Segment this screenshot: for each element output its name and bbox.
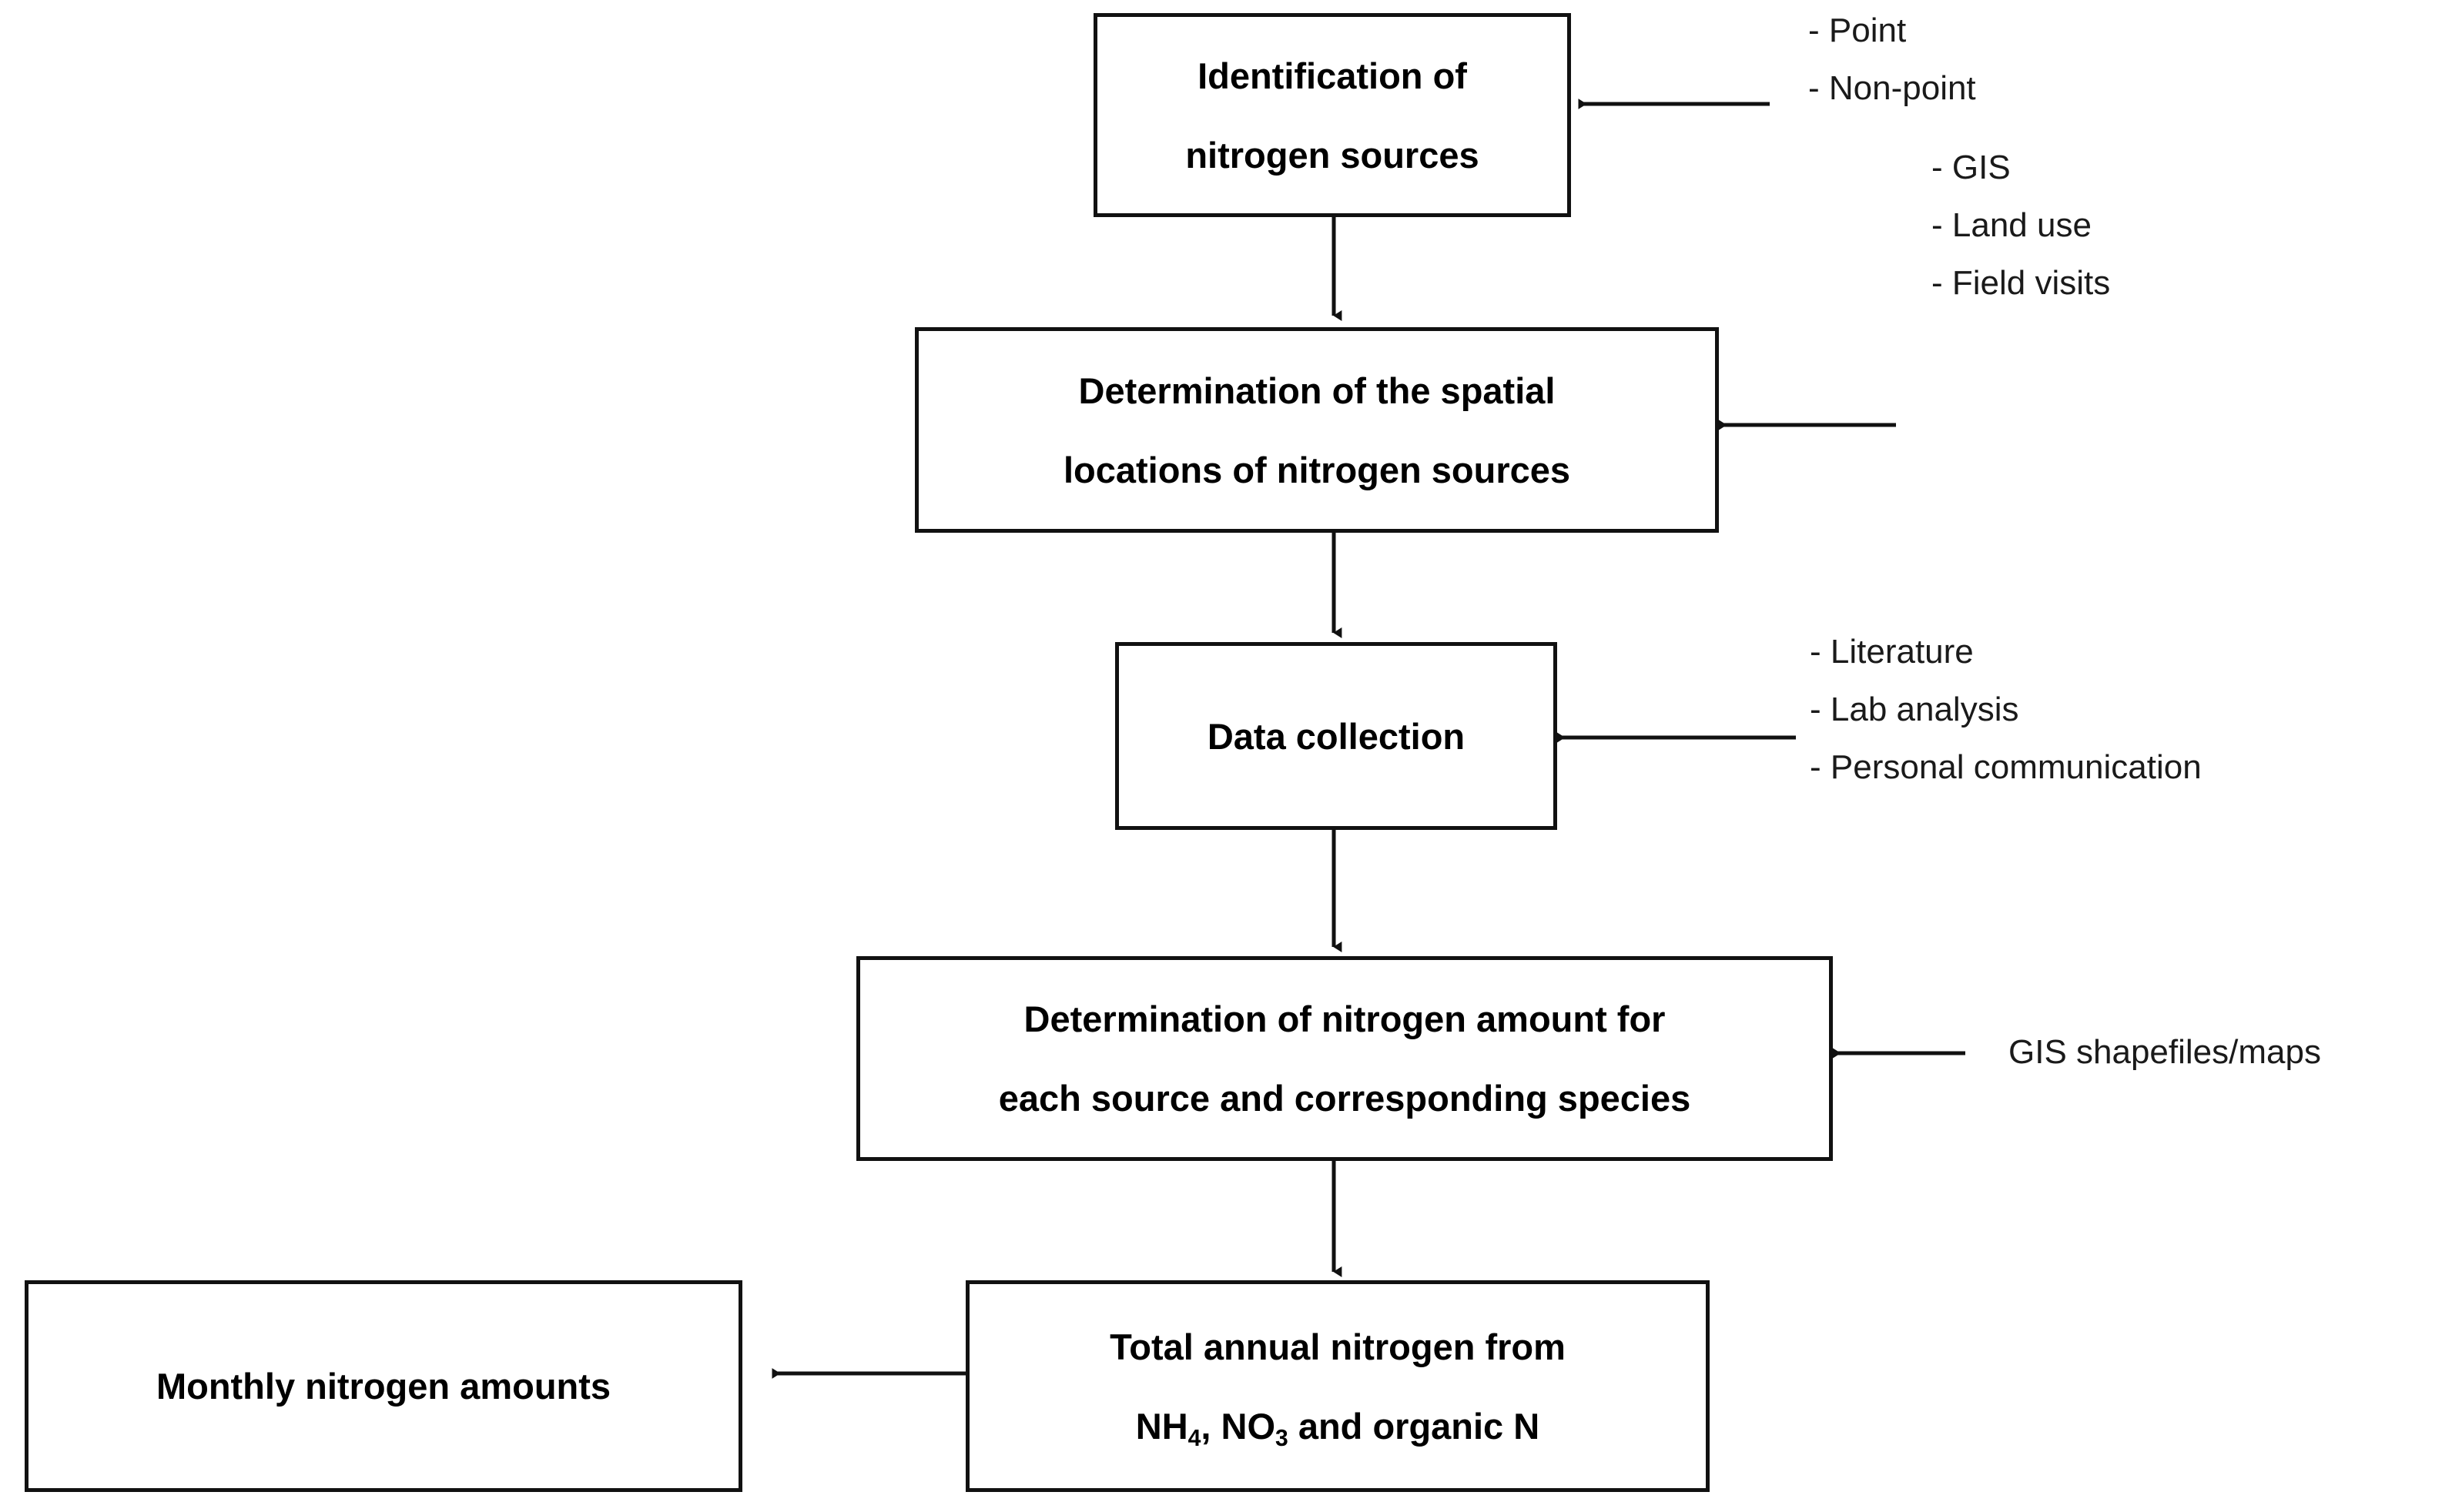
- annotation-point: - Point: [1808, 12, 1907, 49]
- node-data-collection[interactable]: Data collection: [1115, 642, 1557, 830]
- node-total-annual-nitrogen[interactable]: Total annual nitrogen from NH4, NO3 and …: [966, 1280, 1710, 1492]
- node-nitrogen-amount-line-1: Determination of nitrogen amount for: [1023, 999, 1666, 1039]
- annotation-land-use: - Land use: [1931, 206, 2092, 244]
- formula-nh4-prefix: NH: [1135, 1405, 1188, 1447]
- node-spatial-line-2: locations of nitrogen sources: [1063, 449, 1571, 490]
- formula-no3-subscript: 3: [1275, 1425, 1288, 1451]
- annotation-spatial-inputs: - GIS - Land use - Field visits: [1931, 151, 2110, 300]
- node-identification-of-nitrogen-sources[interactable]: Identification of nitrogen sources: [1094, 13, 1571, 217]
- annotation-gis: - GIS: [1931, 149, 2011, 186]
- node-determination-of-nitrogen-amount[interactable]: Determination of nitrogen amount for eac…: [856, 956, 1833, 1161]
- annotation-identification-inputs: - Point - Non-point: [1808, 14, 1976, 105]
- node-identification-line-1: Identification of: [1198, 55, 1467, 96]
- node-data-collection-label: Data collection: [1207, 715, 1466, 757]
- formula-no3-prefix: , NO: [1201, 1405, 1276, 1447]
- annotation-literature: - Literature: [1810, 633, 1974, 671]
- node-spatial-line-1: Determination of the spatial: [1078, 370, 1556, 411]
- node-total-annual-line-2: NH4, NO3 and organic N: [1135, 1405, 1540, 1450]
- annotation-field-visits: - Field visits: [1931, 264, 2111, 302]
- formula-organic-n-suffix: and organic N: [1288, 1405, 1540, 1447]
- node-identification-line-2: nitrogen sources: [1185, 134, 1479, 176]
- annotation-data-collection-inputs: - Literature - Lab analysis - Personal c…: [1810, 635, 2202, 784]
- formula-nh4-subscript: 4: [1187, 1425, 1201, 1451]
- node-monthly-nitrogen-amounts[interactable]: Monthly nitrogen amounts: [25, 1280, 742, 1492]
- node-spatial-locations-of-nitrogen-sources[interactable]: Determination of the spatial locations o…: [915, 327, 1719, 533]
- annotation-gis-shapefiles-maps: GIS shapefiles/maps: [2008, 1033, 2321, 1071]
- annotation-non-point: - Non-point: [1808, 69, 1976, 107]
- annotation-personal-communication: - Personal communication: [1810, 748, 2202, 786]
- node-total-annual-line-1: Total annual nitrogen from: [1110, 1326, 1566, 1367]
- node-monthly-amounts-label: Monthly nitrogen amounts: [156, 1366, 611, 1407]
- annotation-lab-analysis: - Lab analysis: [1810, 691, 2019, 728]
- node-nitrogen-amount-line-2: each source and corresponding species: [998, 1078, 1691, 1119]
